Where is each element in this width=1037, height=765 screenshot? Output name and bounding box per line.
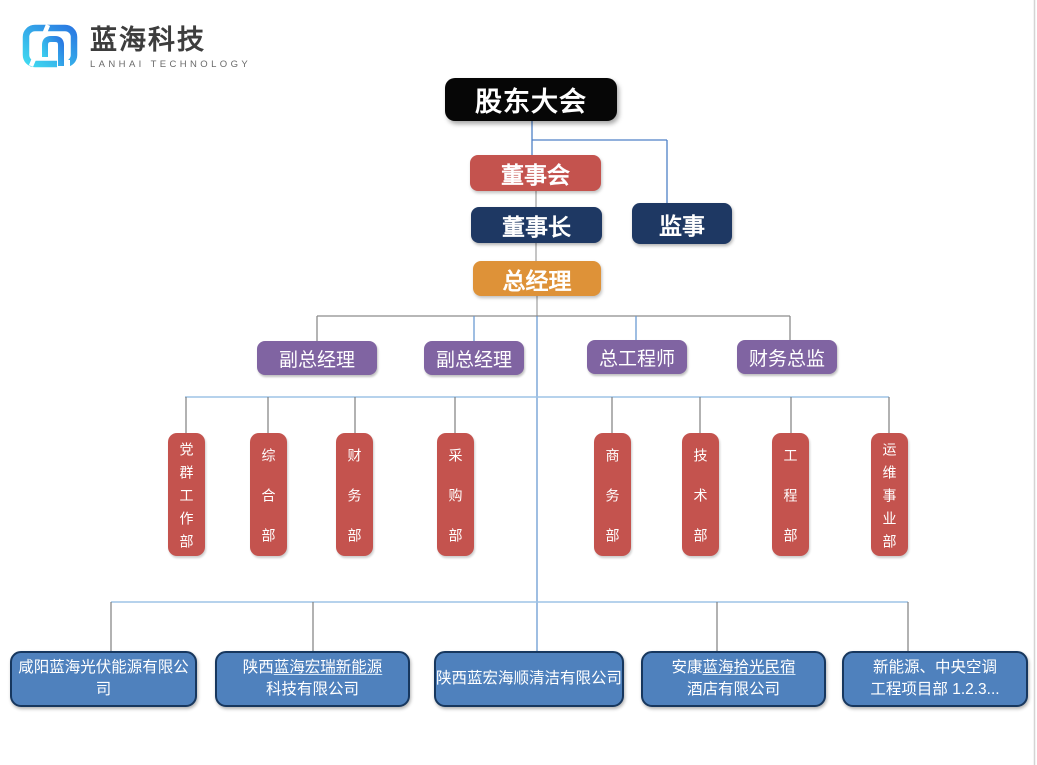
dept-technology: 技术部 <box>682 433 719 568</box>
node-vice-general-manager-2: 副总经理 <box>424 341 524 375</box>
dept-party-mass-work: 党群工作部 <box>168 433 205 557</box>
dept-general-affairs: 综合部 <box>250 433 287 568</box>
logo: 蓝海科技 LANHAI TECHNOLOGY <box>20 24 251 70</box>
node-chief-engineer: 总工程师 <box>587 340 687 374</box>
subsidiary-ankang-hotel: 安康蓝海拾光民宿 酒店有限公司 <box>641 651 826 707</box>
brand-name: 蓝海科技 <box>90 25 206 55</box>
node-board-of-directors: 董事会 <box>470 155 601 191</box>
dept-procurement: 采购部 <box>437 433 474 568</box>
subsidiary-xianyang-solar: 咸阳蓝海光伏能源有限公司 <box>10 651 197 707</box>
brand-name-en: LANHAI TECHNOLOGY <box>90 58 252 70</box>
lanhai-logo-icon <box>22 24 78 69</box>
node-general-manager: 总经理 <box>473 261 601 296</box>
node-shareholders-meeting: 股东大会 <box>445 78 617 121</box>
node-supervisor: 监事 <box>632 203 732 244</box>
dept-engineering: 工程部 <box>772 433 809 568</box>
dept-finance: 财务部 <box>336 433 373 568</box>
subsidiary-lanhonghaishun-cleaning: 陕西蓝宏海顺清洁有限公司 <box>434 651 624 707</box>
node-finance-director: 财务总监 <box>737 340 837 374</box>
node-vice-general-manager-1: 副总经理 <box>257 341 377 375</box>
subsidiary-project-departments: 新能源、中央空调 工程项目部 1.2.3... <box>842 651 1028 707</box>
dept-business: 商务部 <box>594 433 631 568</box>
node-chairman: 董事长 <box>471 207 602 243</box>
dept-om-division: 运维事业部 <box>871 433 908 557</box>
subsidiary-hongrui-new-energy: 陕西蓝海宏瑞新能源 科技有限公司 <box>215 651 410 707</box>
